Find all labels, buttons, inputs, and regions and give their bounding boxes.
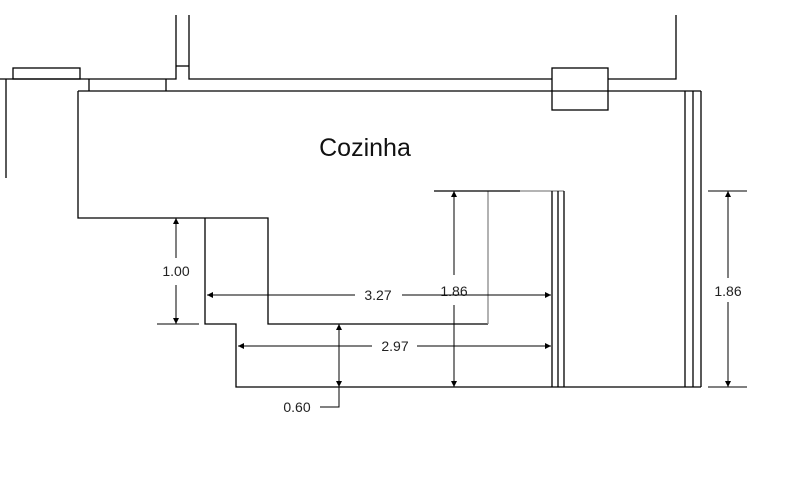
dimension-label: 0.60: [283, 399, 310, 415]
dimension-inner-height: 1.86: [440, 191, 468, 387]
window-left: [12, 67, 81, 80]
dimension-label: 1.86: [714, 283, 741, 299]
window-top: [551, 67, 609, 111]
walls: [0, 15, 702, 388]
dimension-label: 1.86: [440, 283, 467, 299]
dimension-right-height: 1.86: [708, 190, 747, 388]
dimension-label: 2.97: [381, 338, 408, 354]
dimension-label: 3.27: [364, 287, 391, 303]
dimension-step-height: 1.00: [157, 218, 199, 325]
dimension-label: 1.00: [162, 263, 189, 279]
dimension-width-upper: 3.27: [207, 287, 551, 303]
room-label: Cozinha: [319, 134, 411, 162]
dimension-counter-depth: 0.60: [283, 324, 342, 415]
dimension-width-lower: 2.97: [238, 338, 551, 354]
